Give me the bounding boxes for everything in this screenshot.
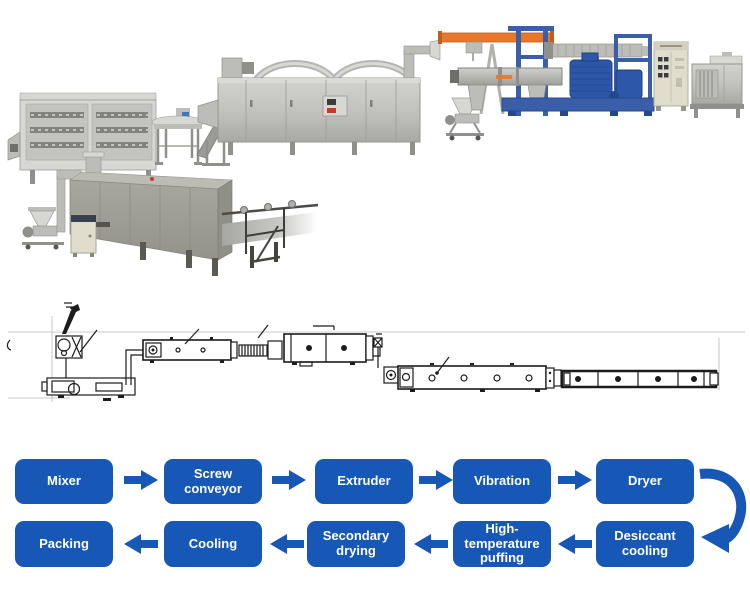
flow-box-mixer: Mixer	[15, 459, 113, 504]
tunnel-dryer-photo	[197, 39, 441, 155]
arrow-right-icon	[124, 470, 158, 490]
arrow-left-icon	[414, 534, 448, 554]
cad-mixer	[55, 302, 98, 386]
cad-screw-conveyor	[142, 328, 232, 363]
flow-box-dryer: Dryer	[596, 459, 694, 504]
arrow-right-icon	[419, 470, 453, 490]
rotary-table-photo	[151, 108, 205, 165]
arrow-curve-down-icon	[699, 468, 747, 553]
base-frame	[501, 97, 655, 112]
flow-box-secondary-drying: Secondary drying	[307, 521, 405, 567]
flow-box-extruder: Extruder	[315, 459, 413, 504]
flow-box-packing: Packing	[15, 521, 113, 567]
cad-bottom-machine	[41, 377, 136, 401]
arrow-right-icon	[272, 470, 306, 490]
drying-oven-photo	[69, 151, 233, 276]
flow-box-high-temperature-puffing: High-temperature puffing	[453, 521, 551, 567]
overhead-beam	[439, 32, 553, 43]
seasoning-machine-photo	[690, 52, 744, 118]
cad-extruder	[230, 324, 381, 367]
cooling-machine-photo	[7, 92, 157, 184]
flow-box-desiccant-cooling: Desiccant cooling	[596, 521, 694, 567]
control-cabinet-photo	[653, 41, 689, 111]
machinery-illustration	[6, 26, 745, 402]
arrow-left-icon	[124, 534, 158, 554]
louver-slats	[30, 112, 148, 148]
oven-control-box	[70, 214, 97, 257]
screw-feeder-photo	[22, 169, 82, 250]
arrow-left-icon	[270, 534, 304, 554]
arrow-right-icon	[558, 470, 592, 490]
cad-vibrator	[373, 333, 400, 384]
flow-box-cooling: Cooling	[164, 521, 262, 567]
flow-box-vibration: Vibration	[453, 459, 551, 504]
cad-cooling-conveyor	[560, 369, 719, 389]
extruder-machine-photo	[438, 26, 655, 116]
arrow-left-icon	[558, 534, 592, 554]
cad-dryer	[397, 356, 562, 392]
dryer-control-panel	[322, 95, 348, 117]
line-layout-drawing	[6, 302, 745, 402]
flow-box-screw-conveyor: Screw conveyor	[164, 459, 262, 504]
outfeed-conveyor-photo	[221, 200, 319, 268]
